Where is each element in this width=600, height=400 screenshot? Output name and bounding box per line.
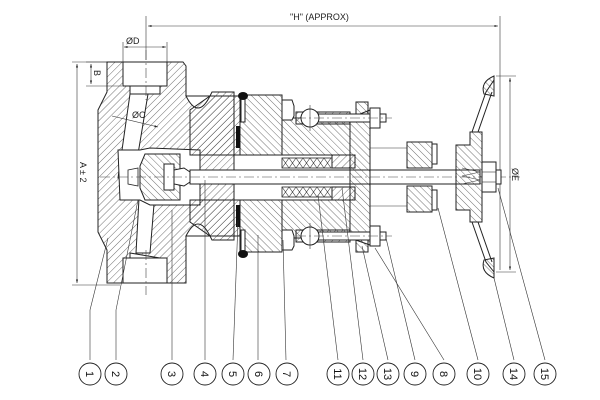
balloon-7: 7: [275, 362, 299, 386]
svg-text:8: 8: [437, 371, 449, 377]
dimension-b-label: B: [92, 70, 102, 76]
dimension-e: ØE: [496, 75, 520, 273]
dimension-h-label: "H" (APPROX): [290, 12, 349, 22]
balloon-1: 1: [78, 362, 102, 386]
dimension-c-label: ØC: [132, 110, 146, 120]
bonnet: [189, 92, 351, 258]
dimension-a-label: A ± 2: [78, 162, 88, 182]
balloon-11: 11: [326, 362, 350, 386]
svg-text:4: 4: [198, 371, 210, 377]
svg-text:14: 14: [507, 368, 519, 380]
balloon-9: 9: [403, 362, 427, 386]
handwheel: [455, 75, 502, 279]
svg-text:7: 7: [280, 371, 292, 377]
svg-text:3: 3: [165, 371, 177, 377]
svg-text:12: 12: [356, 368, 368, 380]
balloon-3: 3: [160, 362, 184, 386]
dimension-d: ØD: [122, 36, 168, 64]
svg-text:1: 1: [83, 371, 95, 377]
balloon-6: 6: [247, 362, 271, 386]
balloon-12: 12: [351, 362, 375, 386]
balloon-10: 10: [466, 362, 490, 386]
svg-text:6: 6: [252, 371, 264, 377]
svg-text:15: 15: [538, 368, 550, 380]
svg-text:13: 13: [381, 368, 393, 380]
balloon-4: 4: [193, 362, 217, 386]
svg-text:9: 9: [408, 371, 420, 377]
svg-text:11: 11: [331, 368, 343, 379]
balloon-15: 15: [533, 362, 557, 386]
balloon-13: 13: [376, 362, 400, 386]
balloon-14: 14: [502, 362, 526, 386]
dimension-e-label: ØE: [510, 168, 520, 181]
yoke-bush: [370, 141, 438, 213]
balloon-2: 2: [104, 362, 128, 386]
balloon-8: 8: [432, 362, 456, 386]
studs: [296, 105, 392, 249]
balloon-5: 5: [221, 362, 245, 386]
dimension-d-label: ØD: [126, 36, 140, 46]
svg-text:2: 2: [109, 371, 121, 377]
svg-text:5: 5: [226, 371, 238, 377]
svg-text:10: 10: [471, 368, 483, 380]
leader-lines: [89, 180, 546, 361]
dimension-c: ØC: [111, 110, 159, 128]
